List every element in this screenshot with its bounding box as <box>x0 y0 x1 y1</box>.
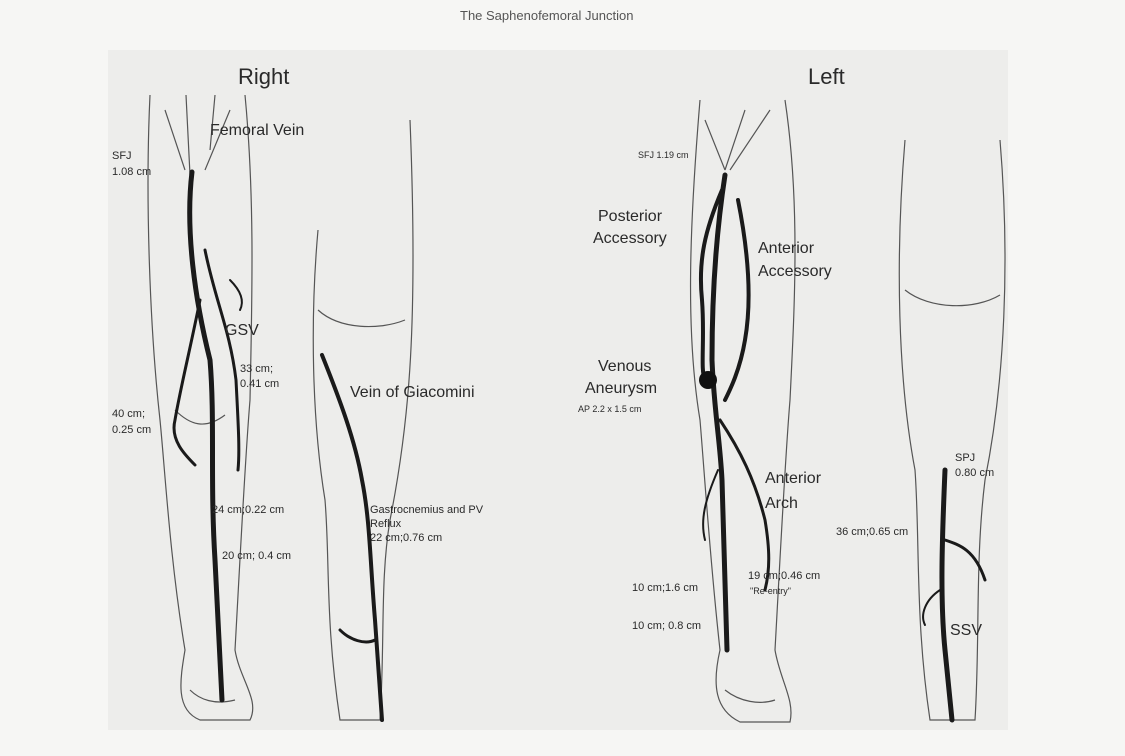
gastroc-label-3: 22 cm;0.76 cm <box>370 532 442 544</box>
venous-aneurysm-label-1: Venous <box>598 358 651 376</box>
left-heading: Left <box>808 64 845 90</box>
left-ssv-vein <box>942 470 952 720</box>
right-measure-2b: 0.25 cm <box>112 424 151 436</box>
right-sfj-label: SFJ <box>112 150 132 162</box>
venous-aneurysm-label-2: Aneurysm <box>585 380 657 398</box>
left-spj-size: 0.80 cm <box>955 467 994 479</box>
anterior-arch-label-1: Anterior <box>765 470 821 488</box>
left-measure-6b: "Re-entry" <box>750 586 791 596</box>
aneurysm-size: AP 2.2 x 1.5 cm <box>578 404 641 414</box>
page-title: The Saphenofemoral Junction <box>460 8 633 23</box>
right-posterior-leg-outline <box>313 120 413 720</box>
left-measure-7: 10 cm;1.6 cm <box>632 582 698 594</box>
right-measure-4: 20 cm; 0.4 cm <box>222 550 291 562</box>
femoral-vein-label: Femoral Vein <box>210 122 304 140</box>
giacomini-label: Vein of Giacomini <box>350 384 475 402</box>
posterior-accessory-label-2: Accessory <box>593 230 667 248</box>
venous-aneurysm-marker <box>699 371 717 389</box>
left-anterior-leg-outline <box>691 100 795 722</box>
left-gsv-vein <box>712 175 727 650</box>
posterior-accessory-label-1: Posterior <box>598 208 662 226</box>
left-spj-label: SPJ <box>955 452 975 464</box>
right-gsv-label: GSV <box>225 322 259 340</box>
right-measure-1a: 33 cm; <box>240 363 273 375</box>
right-measure-3: 24 cm;0.22 cm <box>212 504 284 516</box>
gastroc-label-1: Gastrocnemius and PV <box>370 504 483 516</box>
right-heading: Right <box>238 64 289 90</box>
left-ssv-label: SSV <box>950 622 982 640</box>
left-measure-8: 10 cm; 0.8 cm <box>632 620 701 632</box>
gastroc-label-2: Reflux <box>370 518 401 530</box>
right-measure-1b: 0.41 cm <box>240 378 279 390</box>
anterior-accessory-label-1: Anterior <box>758 240 814 258</box>
anterior-accessory-label-2: Accessory <box>758 263 832 281</box>
right-measure-2a: 40 cm; <box>112 408 145 420</box>
anterior-arch-label-2: Arch <box>765 495 798 513</box>
left-measure-5: 36 cm;0.65 cm <box>836 526 908 538</box>
right-sfj-size: 1.08 cm <box>112 166 151 178</box>
left-sfj-label: SFJ 1.19 cm <box>638 150 689 160</box>
left-measure-6a: 19 cm;0.46 cm <box>748 570 820 582</box>
